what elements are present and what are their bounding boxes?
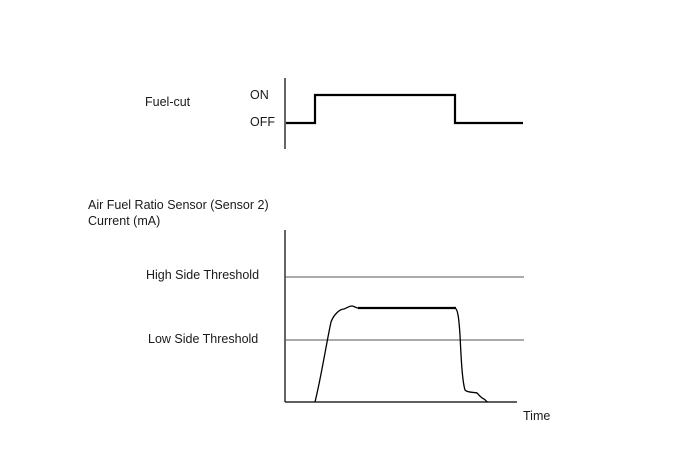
- sensor-title-line2: Current (mA): [88, 214, 161, 228]
- time-axis-label: Time: [523, 409, 551, 423]
- low-side-threshold-label: Low Side Threshold: [148, 332, 259, 346]
- fuel-cut-signal: [286, 93, 523, 125]
- sensor-title-line1: Air Fuel Ratio Sensor (Sensor 2): [88, 198, 269, 212]
- fuel-cut-label: Fuel-cut: [145, 95, 191, 109]
- fuel-cut-off-label: OFF: [250, 115, 275, 129]
- sensor-current-curve: [314, 305, 489, 403]
- high-side-threshold-label: High Side Threshold: [146, 268, 260, 282]
- fuel-cut-on-label: ON: [250, 88, 269, 102]
